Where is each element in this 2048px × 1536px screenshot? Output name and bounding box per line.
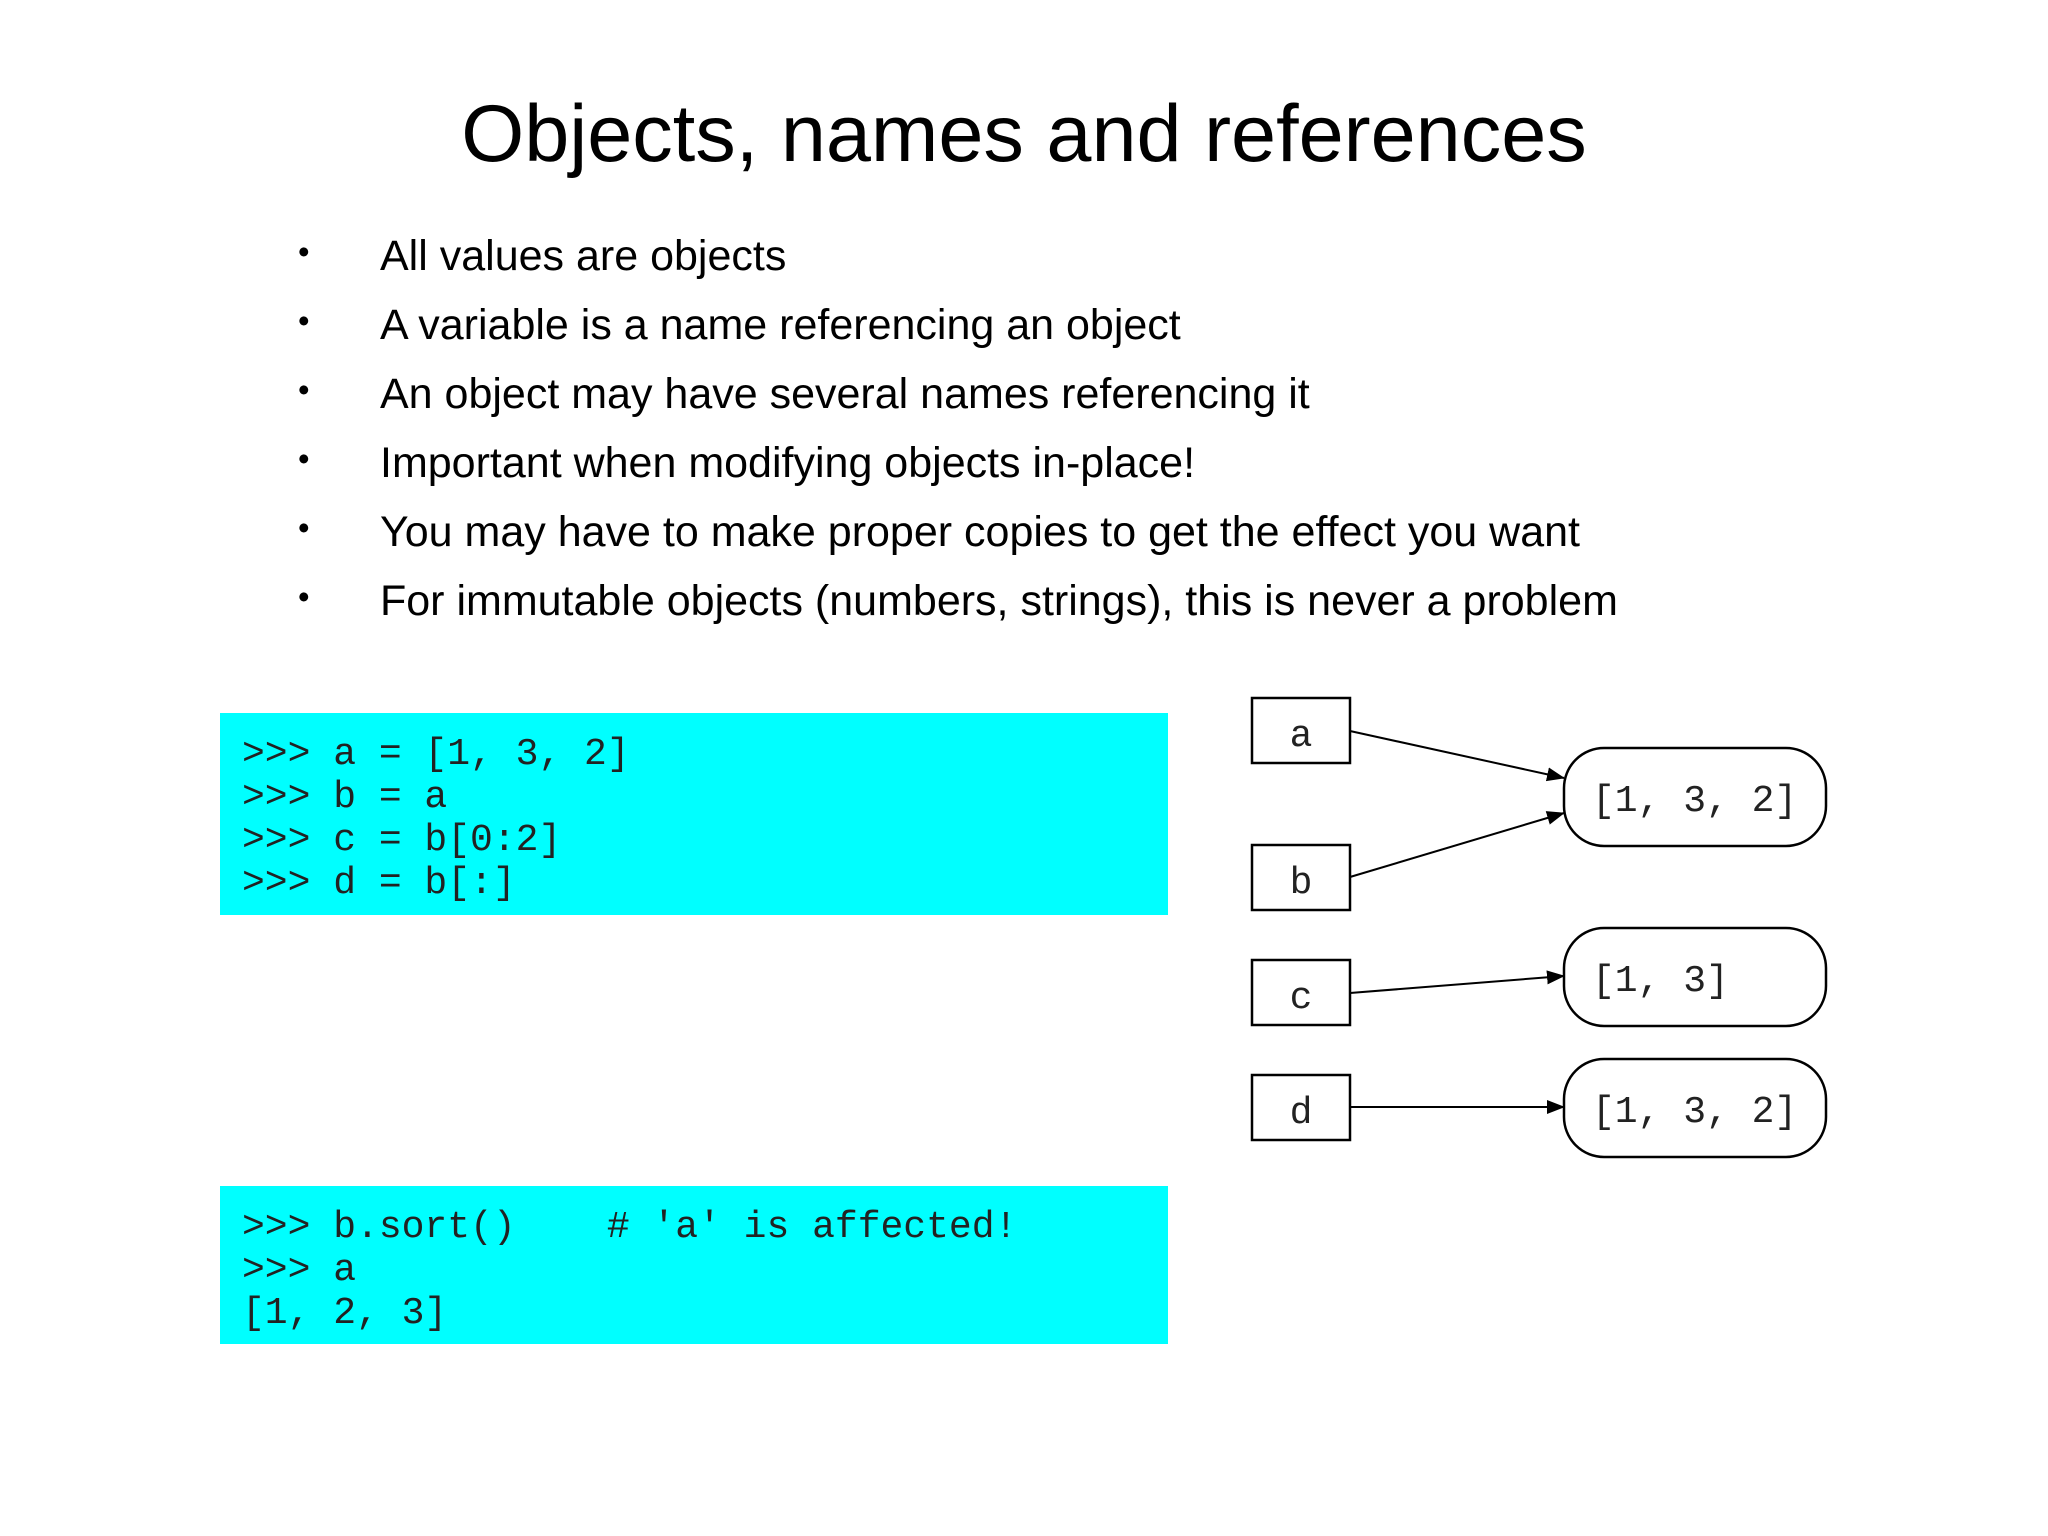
name-box-b: b xyxy=(1250,843,1352,912)
arrow-b-to-list-1 xyxy=(1349,811,1565,878)
arrow-a-to-list-1 xyxy=(1349,730,1565,782)
object-box-list-1: [1, 3, 2] xyxy=(1562,746,1828,848)
bullet-text: An object may have several names referen… xyxy=(380,370,1310,418)
object-label: [1, 3] xyxy=(1592,960,1729,1003)
name-label: c xyxy=(1290,977,1313,1020)
bullet-marker: • xyxy=(298,509,310,546)
object-box-list-3: [1, 3, 2] xyxy=(1562,1057,1828,1159)
bullet-text: For immutable objects (numbers, strings)… xyxy=(380,577,1618,625)
code-line: >>> a = [1, 3, 2] xyxy=(242,733,630,776)
bullet-text: A variable is a name referencing an obje… xyxy=(380,301,1181,349)
bullet-text: All values are objects xyxy=(380,232,787,280)
code-line: >>> b.sort() # 'a' is affected! xyxy=(242,1206,1018,1249)
name-box-d: d xyxy=(1250,1073,1352,1142)
name-label: d xyxy=(1290,1092,1313,1135)
code-line: >>> a xyxy=(242,1249,357,1292)
bullet-marker: • xyxy=(298,371,310,408)
code-line: [1, 2, 3] xyxy=(242,1292,448,1335)
bullet-text: You may have to make proper copies to ge… xyxy=(380,508,1580,556)
code-line: >>> c = b[0:2] xyxy=(242,819,562,862)
slide-title: Objects, names and references xyxy=(461,89,1587,179)
code-line: >>> d = b[:] xyxy=(242,862,516,905)
bullet-marker: • xyxy=(298,440,310,477)
code-line: >>> b = a xyxy=(242,776,448,819)
object-label: [1, 3, 2] xyxy=(1592,780,1797,823)
bullet-marker: • xyxy=(298,302,310,339)
name-box-c: c xyxy=(1250,958,1352,1027)
code-block-sort: >>> b.sort() # 'a' is affected! >>> a [1… xyxy=(220,1186,1168,1344)
code-block-assignments: >>> a = [1, 3, 2] >>> b = a >>> c = b[0:… xyxy=(220,713,1168,915)
name-box-a: a xyxy=(1250,696,1352,765)
name-label: a xyxy=(1290,715,1313,758)
bullet-marker: • xyxy=(298,578,310,615)
bullet-marker: • xyxy=(298,233,310,270)
arrow-c-to-list-2 xyxy=(1349,970,1565,994)
name-label: b xyxy=(1290,862,1313,905)
object-box-list-2: [1, 3] xyxy=(1562,926,1828,1028)
bullet-text: Important when modifying objects in-plac… xyxy=(380,439,1196,487)
object-label: [1, 3, 2] xyxy=(1592,1091,1797,1134)
